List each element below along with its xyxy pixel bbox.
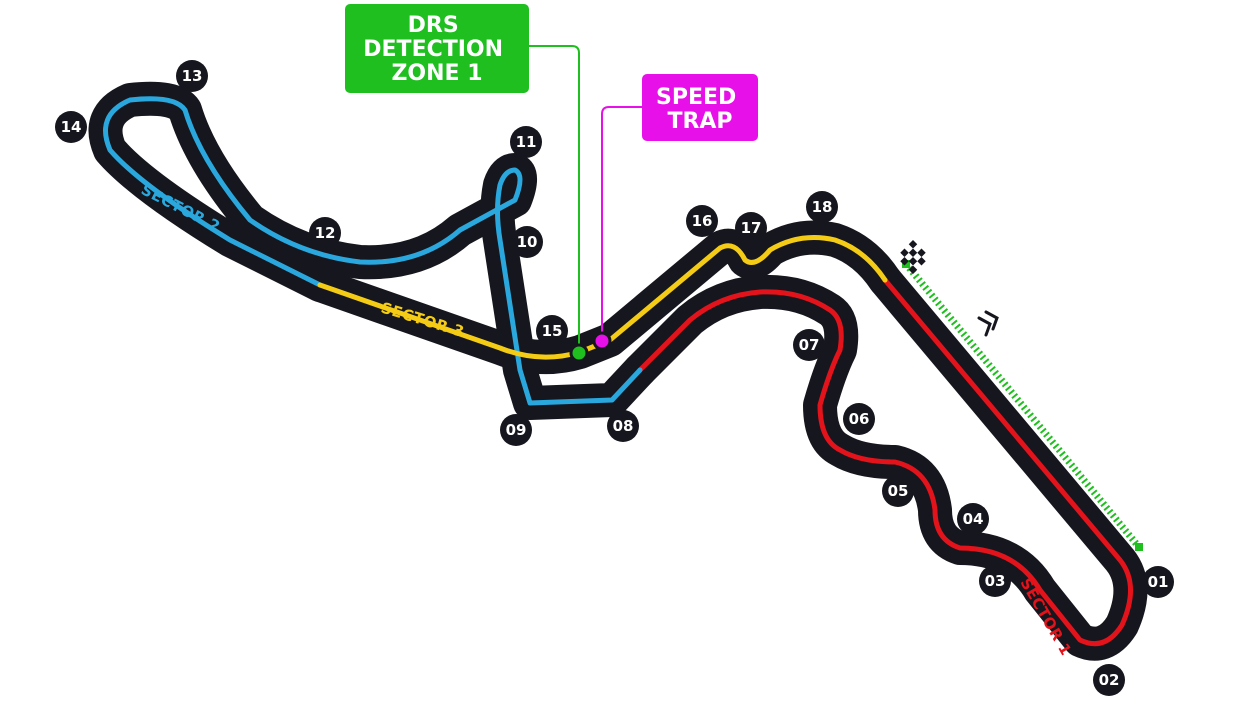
corner-badge xyxy=(511,226,543,258)
corner-number: 17 xyxy=(741,219,762,237)
corner-badge xyxy=(957,503,989,535)
corner-number: 01 xyxy=(1148,573,1169,591)
corner-badge xyxy=(793,329,825,361)
drs-detection-box xyxy=(345,4,529,93)
corner-number: 15 xyxy=(542,322,563,340)
corner-number: 08 xyxy=(613,417,634,435)
corner-04: 04 xyxy=(957,503,989,535)
corner-number: 03 xyxy=(985,572,1006,590)
corner-number: 07 xyxy=(799,336,820,354)
corner-18: 18 xyxy=(806,191,838,223)
sector-2-line xyxy=(103,96,643,406)
speed-trap-point xyxy=(592,331,612,351)
svg-text:SPEED TRAP: SPEED TRAP xyxy=(656,85,744,134)
drs-line-1: DRS xyxy=(408,13,459,38)
speed-trap-callout: SPEED TRAP xyxy=(592,74,758,351)
corner-badge xyxy=(510,126,542,158)
speed-trap-box xyxy=(642,74,758,141)
drs-callout-leader xyxy=(529,45,580,348)
corner-badge xyxy=(1142,566,1174,598)
drs-line-2: DETECTION xyxy=(363,37,503,62)
track-sectors xyxy=(103,96,1133,647)
corner-07: 07 xyxy=(793,329,825,361)
corner-badge xyxy=(979,565,1011,597)
corner-number: 05 xyxy=(888,482,909,500)
corner-markers: 01 02 03 04 05 06 07 08 09 10 11 12 13 14 15 16 17 18 xyxy=(55,60,1174,696)
corner-badge xyxy=(806,191,838,223)
corner-05: 05 xyxy=(882,475,914,507)
corner-14: 14 xyxy=(55,111,87,143)
corner-number: 16 xyxy=(692,212,713,230)
speed-trap-leader xyxy=(601,106,642,335)
drs-line-3: ZONE 1 xyxy=(391,61,482,86)
corner-11: 11 xyxy=(510,126,542,158)
corner-number: 10 xyxy=(517,233,538,251)
checkered-flag-icon xyxy=(900,240,926,274)
corner-02: 02 xyxy=(1093,664,1125,696)
corner-03: 03 xyxy=(979,565,1011,597)
corner-number: 02 xyxy=(1099,671,1120,689)
corner-15: 15 xyxy=(536,315,568,347)
corner-badge xyxy=(309,217,341,249)
sector-3-line xyxy=(317,235,888,360)
speed-trap-line-1: SPEED xyxy=(656,85,736,110)
sector-1-line xyxy=(637,277,1133,647)
corner-badge xyxy=(176,60,208,92)
drs-detection-callout: DRS DETECTION ZONE 1 xyxy=(345,4,589,363)
corner-01: 01 xyxy=(1142,566,1174,598)
corner-number: 13 xyxy=(182,67,203,85)
drs-zone-start-marker xyxy=(902,260,910,268)
corner-number: 18 xyxy=(812,198,833,216)
double-chevron-icon xyxy=(977,310,999,337)
speed-trap-line-2: TRAP xyxy=(667,109,732,134)
corner-badge xyxy=(536,315,568,347)
corner-number: 14 xyxy=(61,118,82,136)
corner-06: 06 xyxy=(843,403,875,435)
corner-badge xyxy=(843,403,875,435)
drs-zone-line xyxy=(903,261,1142,550)
corner-number: 09 xyxy=(506,421,527,439)
drs-detection-point xyxy=(569,343,589,363)
corner-number: 12 xyxy=(315,224,336,242)
corner-16: 16 xyxy=(686,205,718,237)
corner-08: 08 xyxy=(607,410,639,442)
corner-badge xyxy=(882,475,914,507)
corner-number: 11 xyxy=(516,133,537,151)
corner-12: 12 xyxy=(309,217,341,249)
corner-badge xyxy=(686,205,718,237)
corner-13: 13 xyxy=(176,60,208,92)
corner-number: 06 xyxy=(849,410,870,428)
corner-badge xyxy=(55,111,87,143)
corner-badge xyxy=(735,212,767,244)
corner-number: 04 xyxy=(963,510,984,528)
corner-09: 09 xyxy=(500,414,532,446)
corner-badge xyxy=(1093,664,1125,696)
drs-zone-end-marker xyxy=(1135,543,1143,551)
svg-text:DRS DETECTION ZONE: DRS DETECTION ZONE 1 xyxy=(363,13,510,86)
corner-badge xyxy=(500,414,532,446)
corner-17: 17 xyxy=(735,212,767,244)
corner-badge xyxy=(607,410,639,442)
corner-10: 10 xyxy=(511,226,543,258)
track-outline xyxy=(88,81,1148,661)
